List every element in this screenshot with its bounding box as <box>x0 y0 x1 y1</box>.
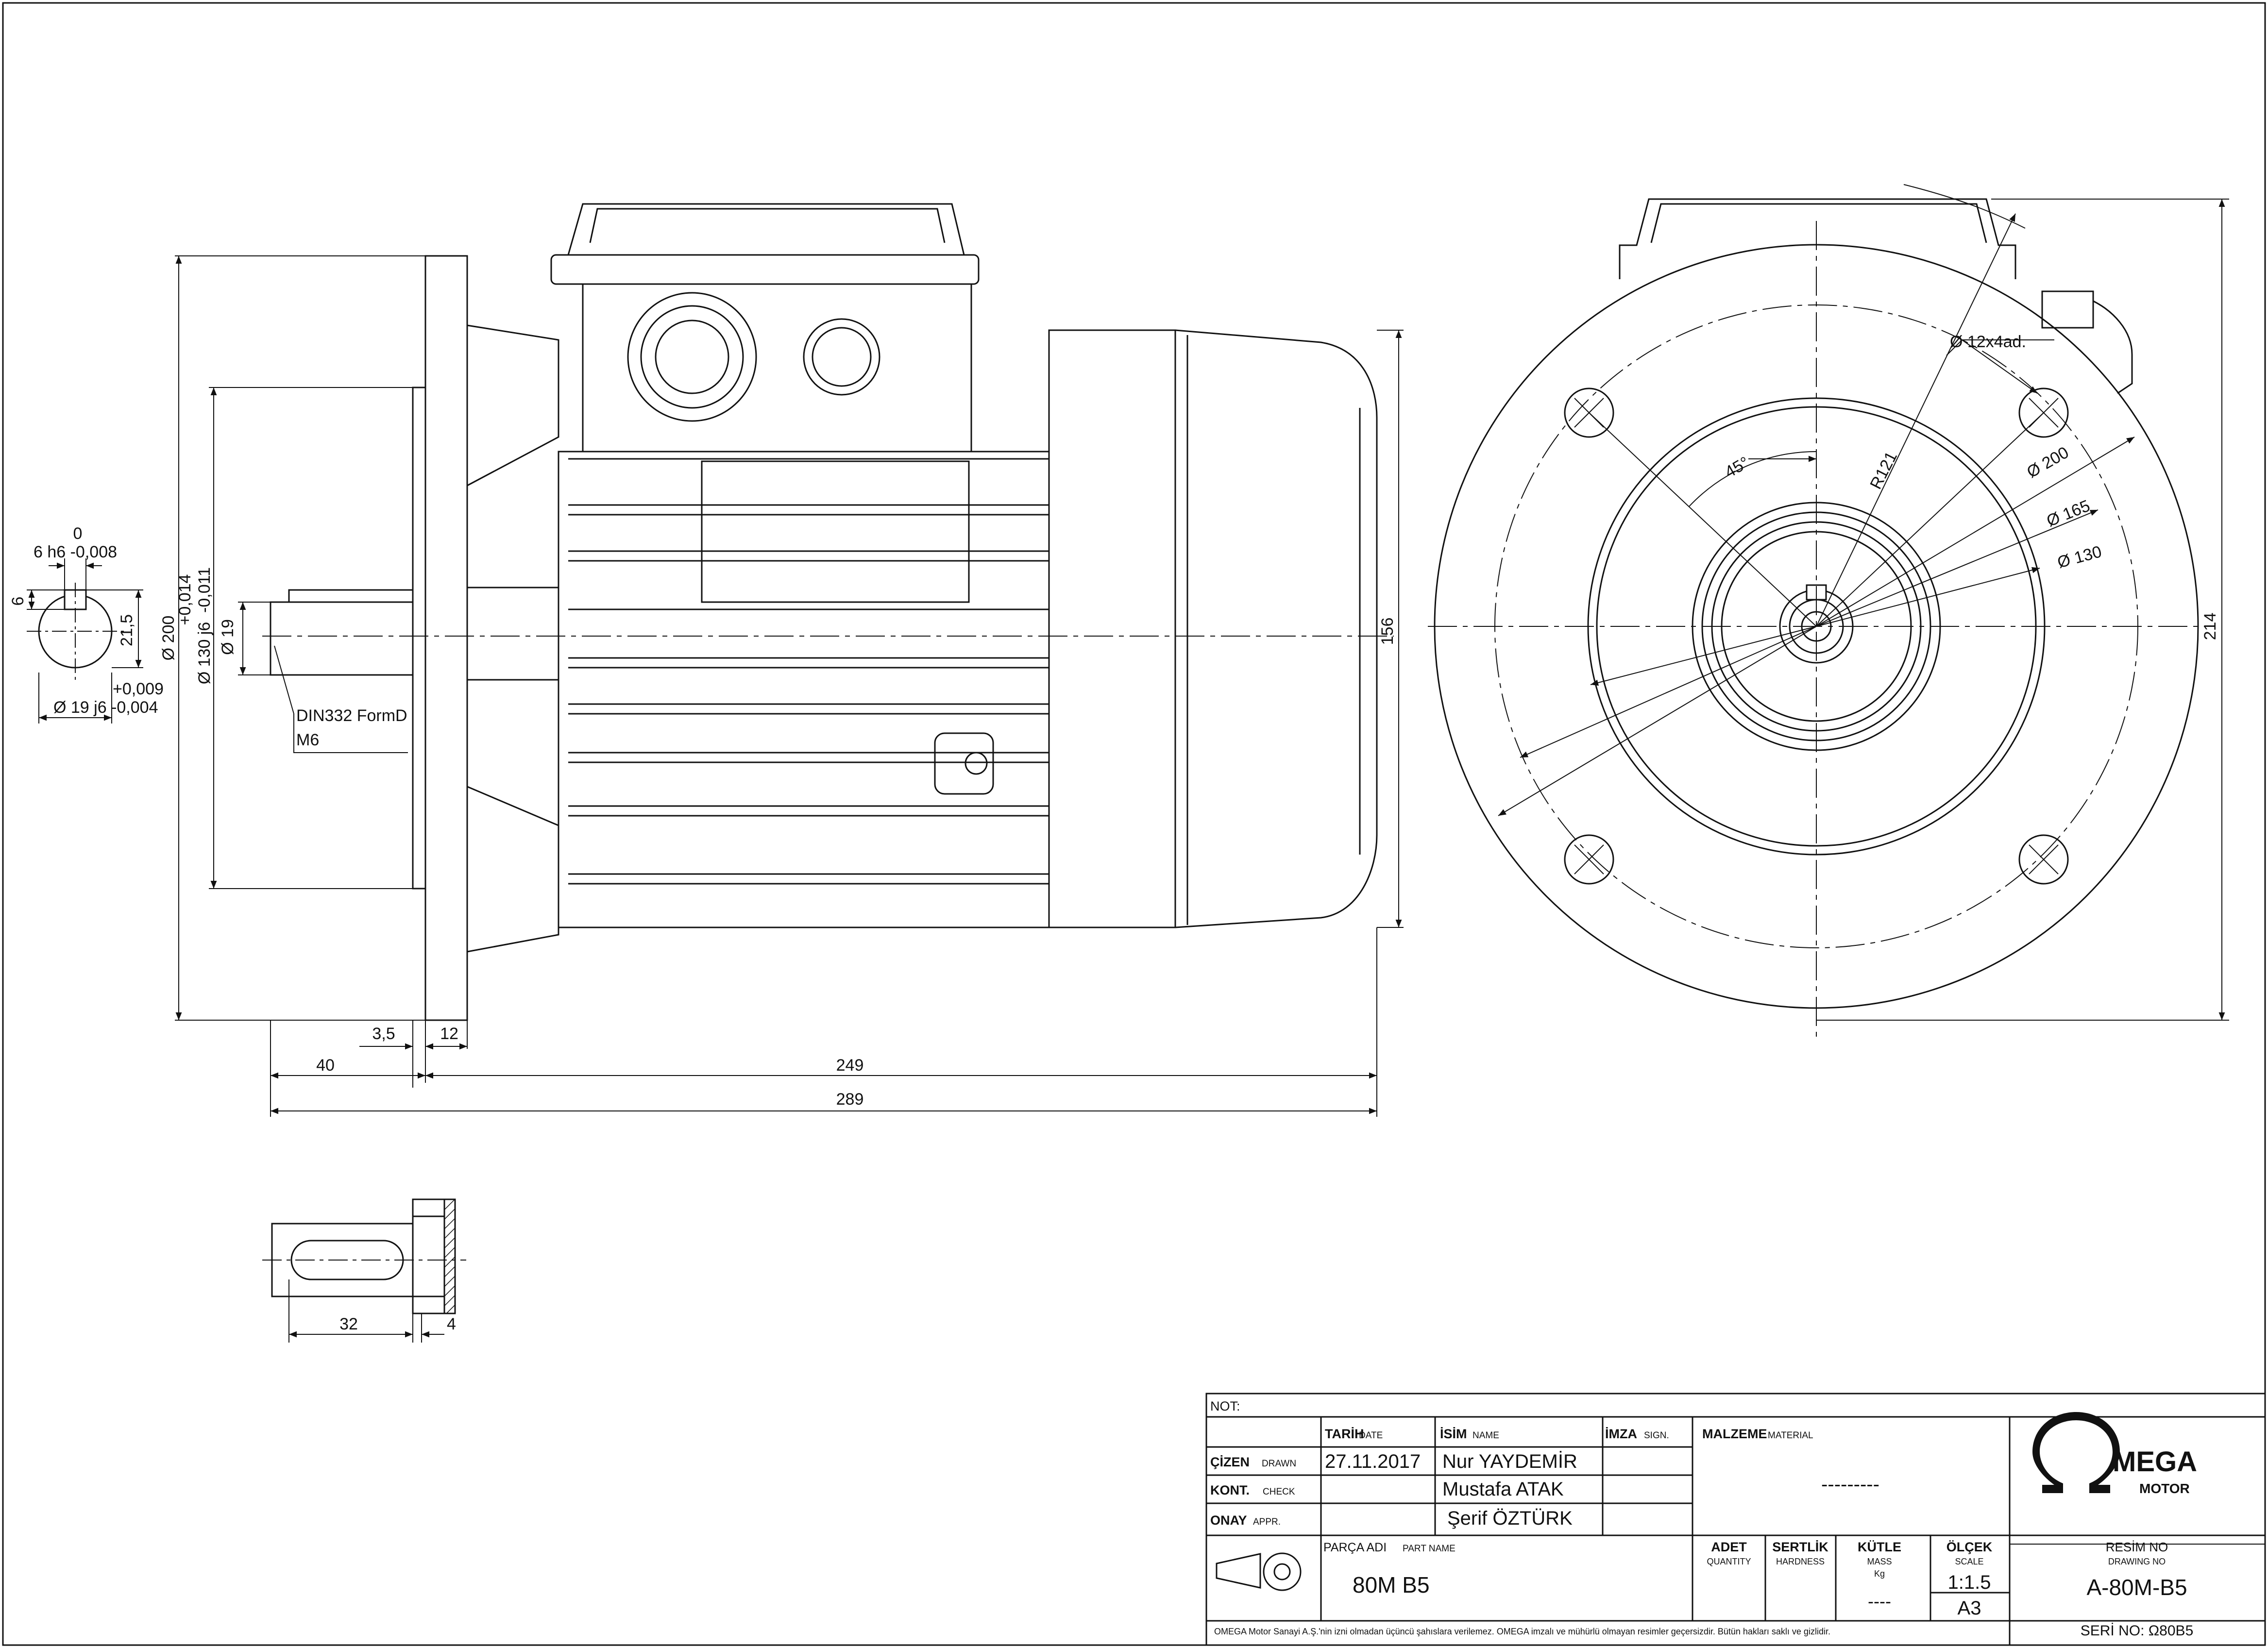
dim-d130-tol-lower: -0,011 <box>195 567 214 613</box>
bolt-hole-2 <box>2018 387 2069 438</box>
flange-spigot <box>412 387 426 890</box>
front-holes-callout: Ø 12x4ad. <box>1950 333 2026 351</box>
front-d130: Ø 130 <box>2055 542 2103 572</box>
drawing-number: A-80M-B5 <box>2086 1575 2187 1600</box>
isim-en: NAME <box>1473 1430 1499 1441</box>
shaft-tol-upper: +0,009 <box>113 680 164 698</box>
adet-en: QUANTITY <box>1707 1557 1751 1566</box>
key-l4: 4 <box>447 1315 456 1333</box>
onay-label: ONAY <box>1210 1513 1247 1528</box>
dim-l12: 12 <box>440 1025 458 1043</box>
side-view <box>270 203 1378 1021</box>
terminal-box <box>550 254 980 285</box>
shaft <box>270 601 414 676</box>
dim-l289: 289 <box>836 1090 864 1109</box>
key-l32: 32 <box>339 1315 358 1333</box>
imza-label: İMZA <box>1605 1427 1637 1441</box>
approved-by: Şerif ÖZTÜRK <box>1447 1508 1573 1529</box>
front-h214: 214 <box>2201 613 2219 640</box>
cizen-en: DRAWN <box>1262 1459 1296 1469</box>
checked-by: Mustafa ATAK <box>1442 1479 1564 1500</box>
kont-label: KONT. <box>1210 1483 1250 1497</box>
omega-logo: MEGA MOTOR <box>2032 1412 2197 1496</box>
kont-en: CHECK <box>1263 1487 1295 1497</box>
fan-cowl <box>1048 329 1176 928</box>
cable-gland-small <box>803 318 880 396</box>
dim-d130-tol-upper: +0,014 <box>176 574 194 625</box>
front-angle: 45° <box>1722 453 1753 482</box>
omega-icon <box>2032 1412 2120 1493</box>
nameplate <box>701 460 970 603</box>
tarih-label: TARİH <box>1325 1427 1364 1441</box>
serial-number: SERİ NO: Ω80B5 <box>2081 1623 2194 1639</box>
mass-value: ---- <box>1868 1591 1891 1611</box>
onay-en: APPR. <box>1253 1517 1281 1527</box>
cizen-label: ÇİZEN <box>1210 1455 1250 1469</box>
flange-plate <box>424 255 468 1021</box>
thread-spec-1: DIN332 FormD <box>296 706 407 725</box>
kutle-unit: Kg <box>1874 1569 1885 1579</box>
shaft-key-width: 6 h6 -0,008 <box>34 543 117 561</box>
sertlik-label: SERTLİK <box>1772 1540 1828 1554</box>
malzeme-label: MALZEME <box>1702 1427 1767 1441</box>
shaft-top-zero: 0 <box>73 524 83 543</box>
drawn-by: Nur YAYDEMİR <box>1442 1450 1577 1472</box>
resim-en: DRAWING NO <box>2108 1557 2166 1566</box>
part-name: 80M B5 <box>1353 1572 1430 1598</box>
dim-h156: 156 <box>1378 618 1397 645</box>
material-value: --------- <box>1821 1474 1879 1495</box>
dim-l35: 3,5 <box>372 1025 395 1043</box>
tarih-en: DATE <box>1359 1430 1383 1441</box>
olcek-label: ÖLÇEK <box>1946 1540 1993 1554</box>
olcek-en: SCALE <box>1955 1557 1983 1566</box>
dim-d200: Ø 200 <box>159 616 178 661</box>
dim-l40: 40 <box>316 1056 335 1075</box>
bolt-hole-3 <box>1564 834 1614 885</box>
logo-text: MEGA <box>2113 1446 2197 1478</box>
shaft-diameter: Ø 19 j6 -0,004 <box>53 698 158 717</box>
front-d200: Ø 200 <box>2024 443 2072 482</box>
resim-label: RESİM NO <box>2106 1540 2168 1554</box>
sertlik-en: HARDNESS <box>1776 1557 1825 1566</box>
kutle-en: MASS <box>1867 1557 1892 1566</box>
isim-label: İSİM <box>1440 1427 1467 1441</box>
footer-disclaimer: OMEGA Motor Sanayi A.Ş.'nin izni olmadan… <box>1214 1627 1830 1636</box>
sheet-size: A3 <box>1958 1598 1981 1619</box>
logo-subtext: MOTOR <box>2139 1481 2190 1496</box>
scale-value: 1:1.5 <box>1948 1572 1991 1593</box>
key-detail <box>271 1198 456 1314</box>
earth-terminal <box>934 732 994 795</box>
front-radius: R121 <box>1866 449 1901 492</box>
front-d165: Ø 165 <box>2044 496 2093 530</box>
thread-spec-2: M6 <box>296 731 319 749</box>
drawn-date: 27.11.2017 <box>1325 1451 1421 1472</box>
bolt-hole-1 <box>1564 387 1614 438</box>
shaft-key-depth: 6 <box>9 597 27 606</box>
parca-en: PART NAME <box>1403 1544 1456 1554</box>
dim-d130: Ø 130 j6 <box>195 622 214 685</box>
motor-body <box>558 451 1050 928</box>
parca-label: PARÇA ADI <box>1323 1541 1387 1554</box>
imza-en: SIGN. <box>1644 1430 1669 1441</box>
adet-label: ADET <box>1711 1540 1747 1554</box>
cable-gland-large <box>627 292 757 422</box>
not-label: NOT: <box>1210 1399 1240 1413</box>
shaft-height: 21,5 <box>118 614 136 646</box>
kutle-label: KÜTLE <box>1858 1540 1901 1554</box>
malzeme-en: MATERIAL <box>1768 1430 1813 1441</box>
dim-d19: Ø 19 <box>219 619 237 655</box>
shaft-section <box>27 583 126 680</box>
dim-l249: 249 <box>836 1056 864 1075</box>
bolt-hole-4 <box>2018 834 2069 885</box>
